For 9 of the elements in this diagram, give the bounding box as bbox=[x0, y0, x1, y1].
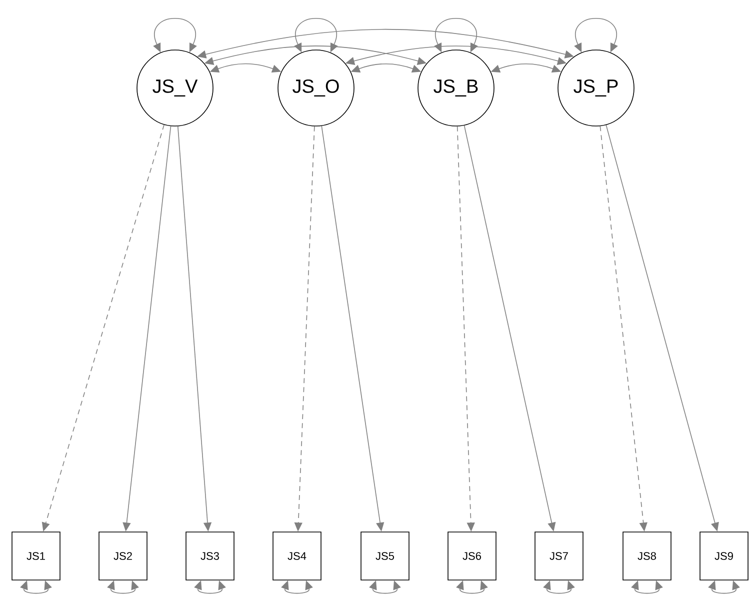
observed-box: JS2 bbox=[98, 532, 148, 580]
observed-box: JS7 bbox=[534, 532, 584, 580]
observed-box: JS4 bbox=[272, 532, 322, 580]
observed-box: JS3 bbox=[186, 532, 234, 580]
observed-box: JS1 bbox=[12, 532, 60, 580]
observed-box: JS8 bbox=[622, 532, 672, 580]
observed-box: JS6 bbox=[448, 532, 496, 580]
observed-box: JS9 bbox=[700, 532, 748, 580]
observed-box: JS5 bbox=[360, 532, 410, 580]
